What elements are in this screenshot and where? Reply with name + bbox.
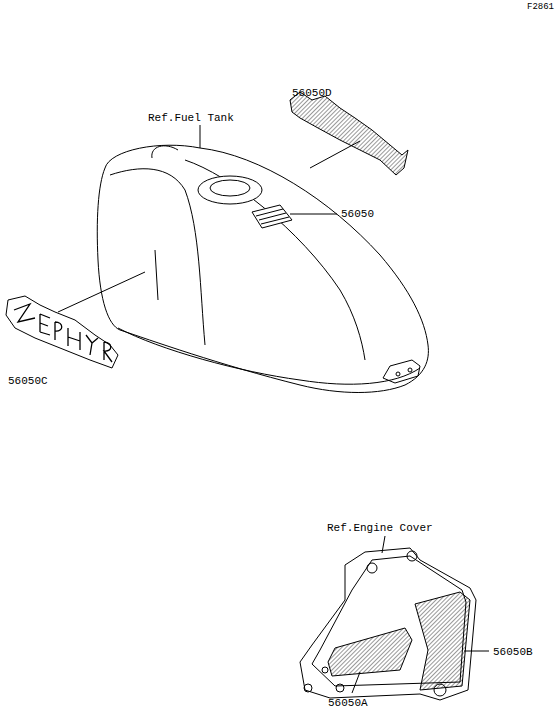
tank-crease (155, 250, 158, 300)
engine-cover (300, 548, 476, 700)
decal (415, 592, 470, 690)
reference-label: Ref.Fuel Tank (148, 112, 234, 124)
decal-stripe (290, 92, 408, 175)
callout-number: 56050 (341, 208, 374, 220)
decal (328, 628, 412, 676)
tank-crease (110, 169, 205, 345)
decal (252, 205, 292, 228)
tank-bump (152, 146, 178, 158)
tank-rim (118, 328, 420, 384)
tank-mount (383, 360, 420, 383)
filler-cap (198, 176, 262, 204)
reference-label: Ref.Engine Cover (327, 522, 433, 534)
leader-line (58, 125, 489, 693)
tank-crease (185, 160, 365, 360)
callout-number: 56050B (493, 646, 533, 658)
callout-number: 56050D (292, 87, 332, 99)
callout-number: 56050A (328, 697, 368, 709)
logo-decal (6, 296, 118, 368)
bolt-hole (367, 563, 377, 573)
figure-number: F2861 (527, 1, 554, 13)
callout-number: 56050C (8, 375, 48, 387)
filler-cap-inner (210, 180, 250, 196)
fuel-tank (97, 145, 428, 392)
